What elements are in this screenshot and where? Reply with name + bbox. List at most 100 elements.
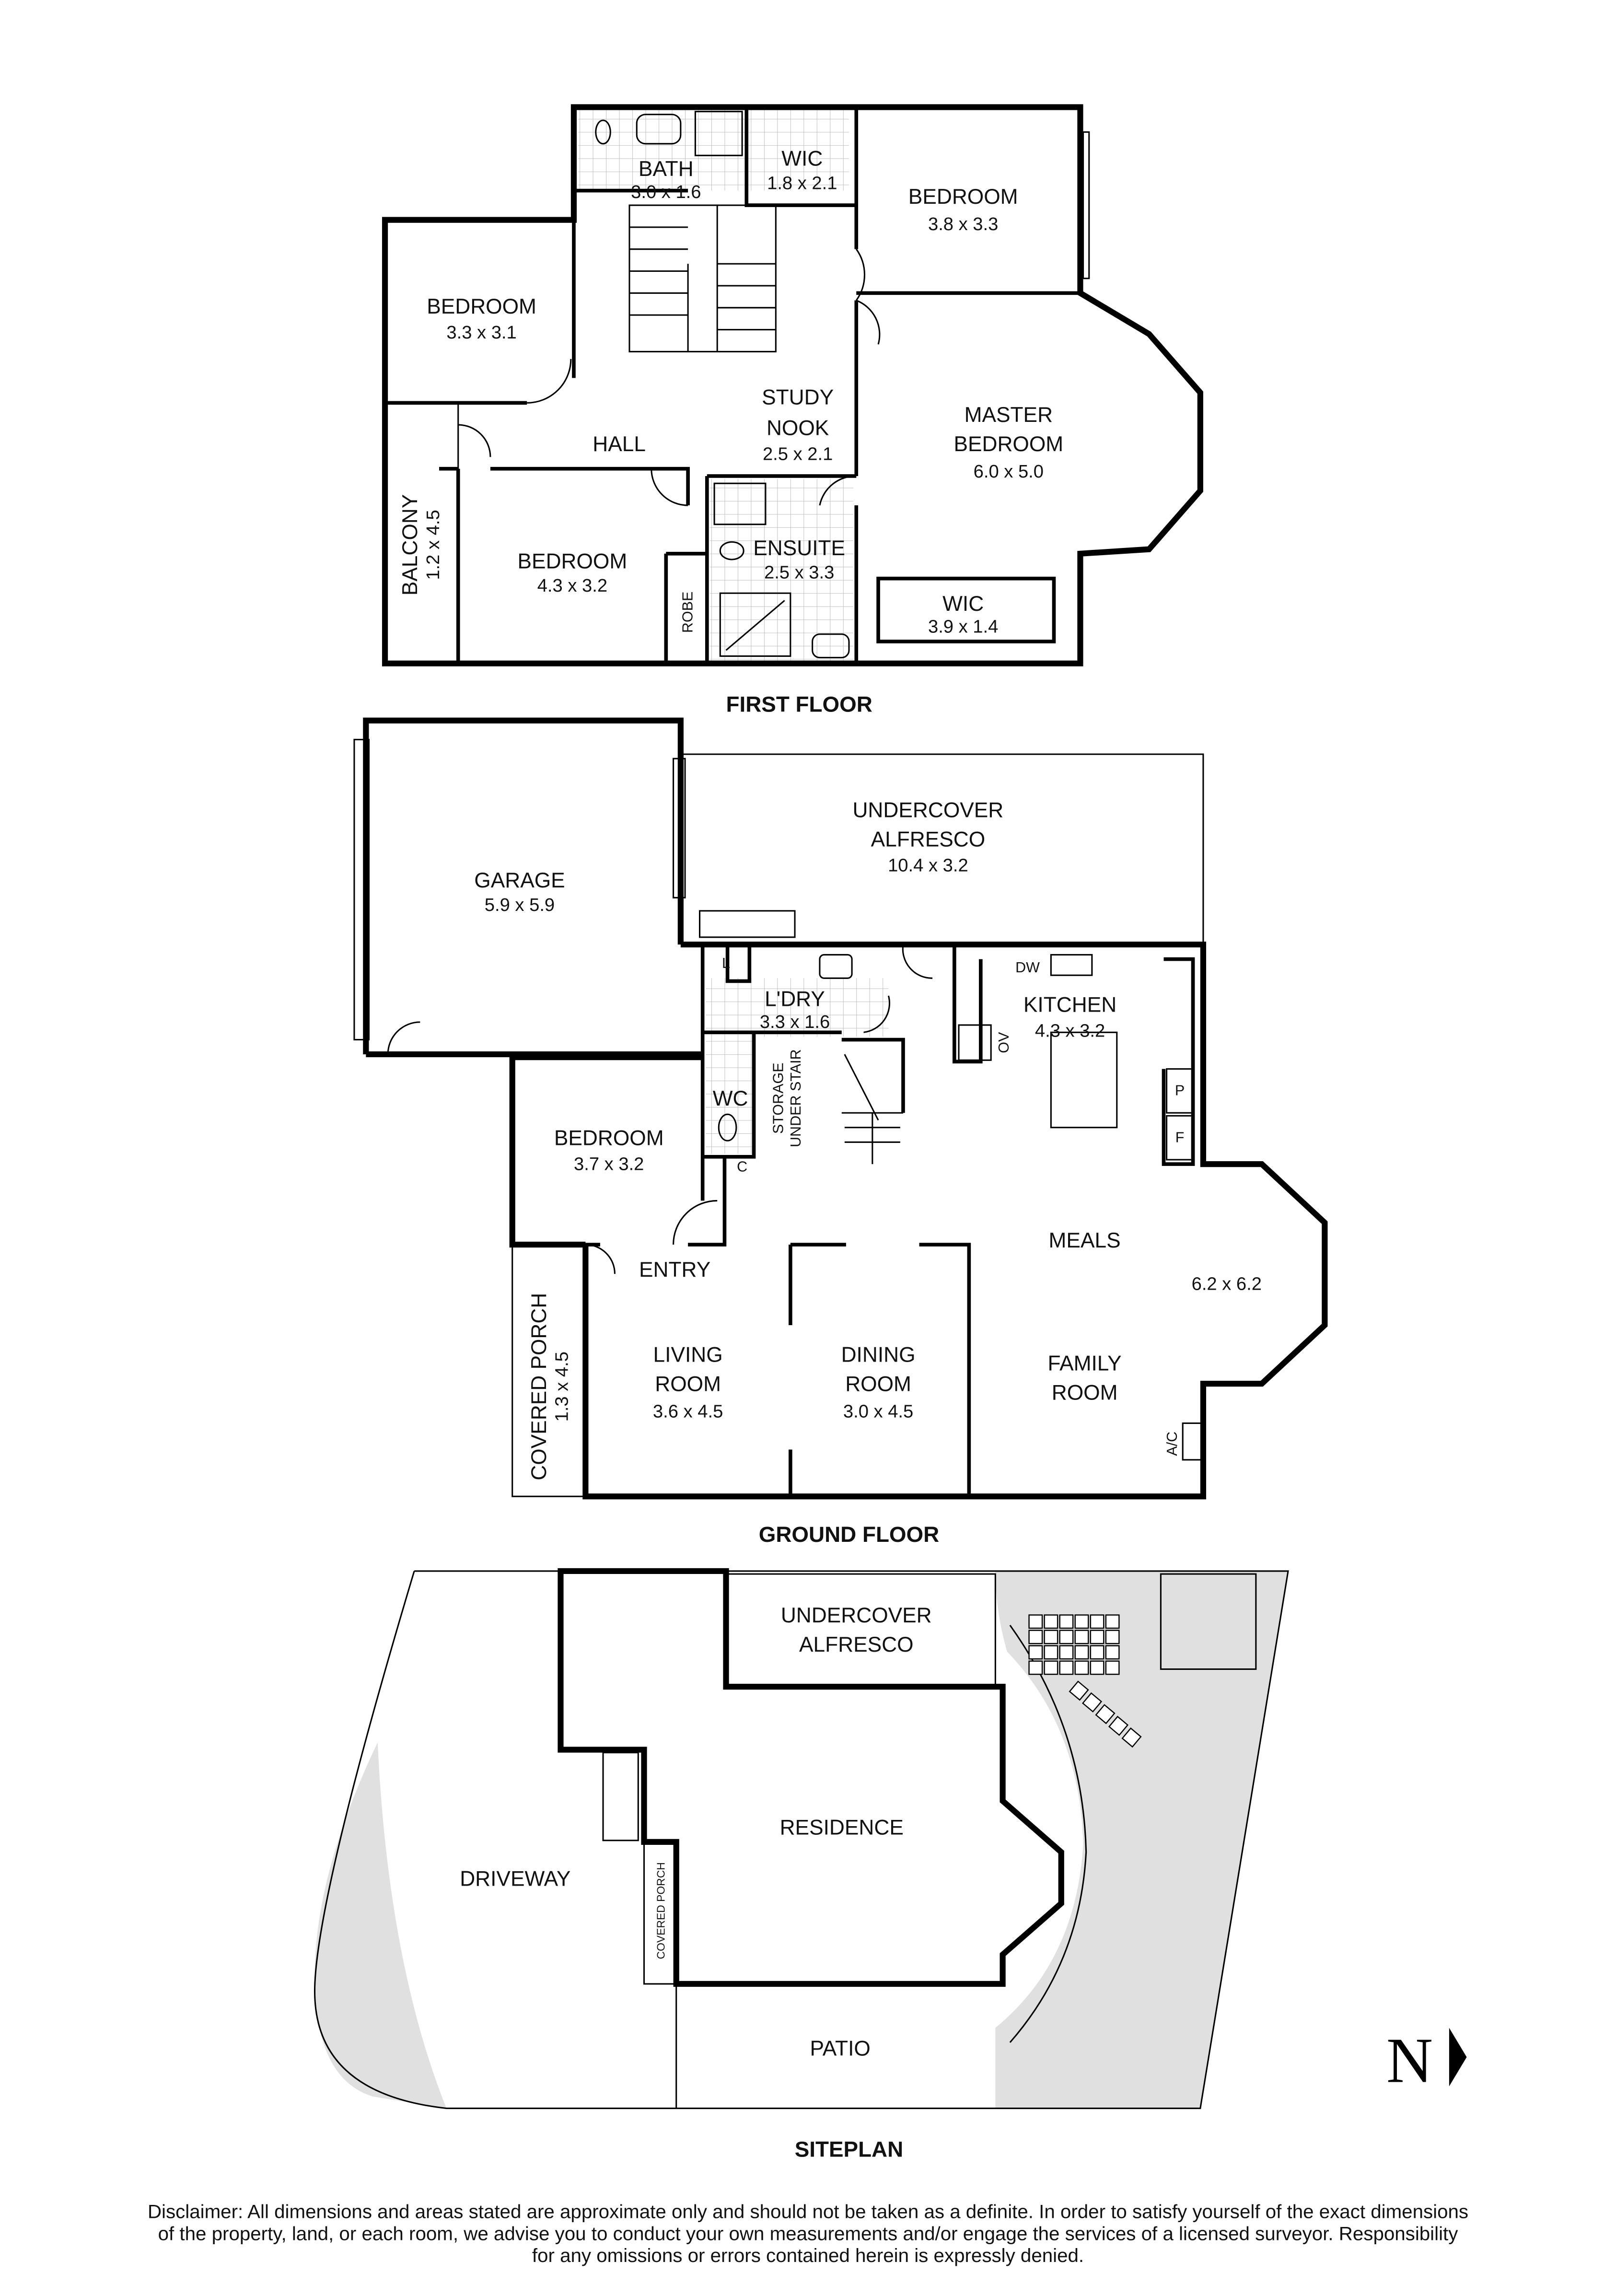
room-name: STORAGE: [770, 1062, 787, 1134]
paver-tile: [1074, 1645, 1089, 1660]
paver-tile: [1059, 1614, 1074, 1629]
laundry-tiles: [705, 978, 889, 1037]
stair-icon: [841, 1054, 903, 1165]
paver-tile: [1044, 1630, 1058, 1644]
room-name: HALL: [593, 432, 646, 456]
paver-tile: [1090, 1645, 1104, 1660]
siteplan-porch-outline: [643, 1841, 677, 1985]
room-name: KITCHEN: [1023, 993, 1116, 1017]
bath-tiles: [578, 110, 849, 191]
room-dims: 6.0 x 5.0: [974, 461, 1044, 482]
paver-tile: [1059, 1630, 1074, 1644]
disclaimer-line: for any omissions or errors contained he…: [532, 2245, 1084, 2266]
balcony-outline: [384, 402, 459, 664]
siteplan-label: PATIO: [810, 2037, 871, 2061]
room-name: ALFRESCO: [871, 827, 986, 851]
room-name: WIC: [781, 147, 823, 171]
room-name: BEDROOM: [908, 185, 1018, 209]
wc-toilet-icon: [718, 1113, 737, 1142]
room-dims: 1.2 x 4.5: [423, 510, 443, 580]
room-dims: 4.3 x 3.2: [537, 575, 607, 596]
room-name: NOOK: [767, 416, 829, 440]
room-name: L'DRY: [765, 987, 825, 1011]
driveway-garden-shading: [314, 1742, 447, 2109]
paver-tile: [1095, 1704, 1116, 1725]
siteplan-label: ALFRESCO: [799, 1633, 914, 1656]
room-dims: 3.9 x 1.4: [928, 617, 998, 637]
room-dims: 2.5 x 2.1: [763, 443, 833, 464]
paver-tile: [1074, 1630, 1089, 1644]
door-swing-icons: [387, 944, 933, 1274]
paver-tile: [1074, 1660, 1089, 1675]
first-floor-title: FIRST FLOOR: [726, 692, 872, 717]
siteplan: UNDERCOVER ALFRESCO RESIDENCE DRIVEWAY C…: [314, 1568, 1289, 2161]
room-name: GARAGE: [474, 869, 565, 892]
room-name: MASTER: [965, 403, 1053, 427]
fridge-label: F: [1175, 1129, 1185, 1145]
paver-tile: [1028, 1614, 1043, 1629]
alfresco-area: [725, 1573, 996, 1688]
siteplan-title: SITEPLAN: [795, 2137, 903, 2161]
door-swing-icons: [458, 248, 881, 506]
aircon-label: A/C: [1164, 1432, 1180, 1456]
first-floor-outer-wall: [382, 104, 1203, 666]
room-dims: 5.9 x 5.9: [485, 895, 555, 915]
paver-tile: [1105, 1630, 1120, 1644]
ensuite-tiles: [709, 479, 854, 661]
pantry-label: P: [1175, 1083, 1185, 1099]
room-name: BEDROOM: [518, 549, 628, 573]
stair-icon: [628, 204, 777, 352]
garage-door-icon: [353, 739, 370, 1041]
ensuite-vanity-icon: [812, 633, 850, 659]
paver-tile: [1090, 1660, 1104, 1675]
room-name: BEDROOM: [554, 1126, 664, 1150]
room-name: FAMILY: [1048, 1352, 1122, 1375]
wc-tiles: [705, 1037, 754, 1154]
paver-tile: [1044, 1614, 1058, 1629]
paver-tile: [1090, 1614, 1104, 1629]
room-dims: 4.3 x 3.2: [1035, 1020, 1105, 1041]
room-dims: 1.8 x 2.1: [767, 173, 837, 193]
siteplan-label: DRIVEWAY: [460, 1867, 570, 1890]
room-name: MEALS: [1049, 1229, 1121, 1252]
paver-tile: [1044, 1660, 1058, 1675]
site-boundary: [314, 1570, 1289, 2110]
paver-tile: [1105, 1660, 1120, 1675]
paver-tile: [1028, 1630, 1043, 1644]
pantry-icon: [1166, 1068, 1194, 1114]
room-name: ENSUITE: [753, 536, 845, 560]
paver-tile: [1069, 1680, 1089, 1701]
paver-tile: [1074, 1614, 1089, 1629]
cupboard-label: C: [737, 1158, 747, 1175]
paver-tile: [1108, 1715, 1129, 1736]
ground-floor-plan: GARAGE 5.9 x 5.9 UNDERCOVER ALFRESCO 10.…: [353, 717, 1328, 1547]
laundry-tub-icon: [819, 954, 853, 979]
room-dims: 10.4 x 3.2: [888, 855, 968, 875]
room-name: UNDER STAIR: [788, 1049, 804, 1147]
siteplan-label: RESIDENCE: [780, 1816, 904, 1840]
shower-icon: [694, 111, 743, 156]
linen-label: L: [722, 955, 730, 971]
room-name: BEDROOM: [427, 295, 536, 318]
room-name: STUDY: [762, 385, 834, 409]
room-dims: 3.3 x 1.6: [760, 1012, 830, 1032]
disclaimer-line: of the property, land, or each room, we …: [158, 2223, 1459, 2244]
room-dims: 3.7 x 3.2: [574, 1154, 644, 1174]
shed-icon: [1160, 1573, 1257, 1670]
room-dims: 3.6 x 4.5: [653, 1401, 723, 1422]
room-dims: 2.5 x 3.3: [764, 562, 834, 583]
paver-tile: [1044, 1645, 1058, 1660]
room-dims: 3.3 x 3.1: [446, 322, 516, 343]
cooktop-icon: [958, 1024, 992, 1061]
room-dims: 1.3 x 4.5: [552, 1352, 572, 1422]
room-name: BEDROOM: [953, 432, 1063, 456]
room-name: COVERED PORCH: [527, 1293, 551, 1480]
ensuite-toilet-icon: [719, 541, 744, 560]
room-dims: 6.2 x 6.2: [1192, 1274, 1262, 1294]
room-name: BATH: [639, 157, 694, 181]
ensuite-shower-icon: [713, 482, 767, 525]
paver-tile: [1121, 1727, 1142, 1748]
room-dims: 3.0 x 4.5: [843, 1401, 913, 1422]
room-name: BALCONY: [398, 494, 422, 596]
